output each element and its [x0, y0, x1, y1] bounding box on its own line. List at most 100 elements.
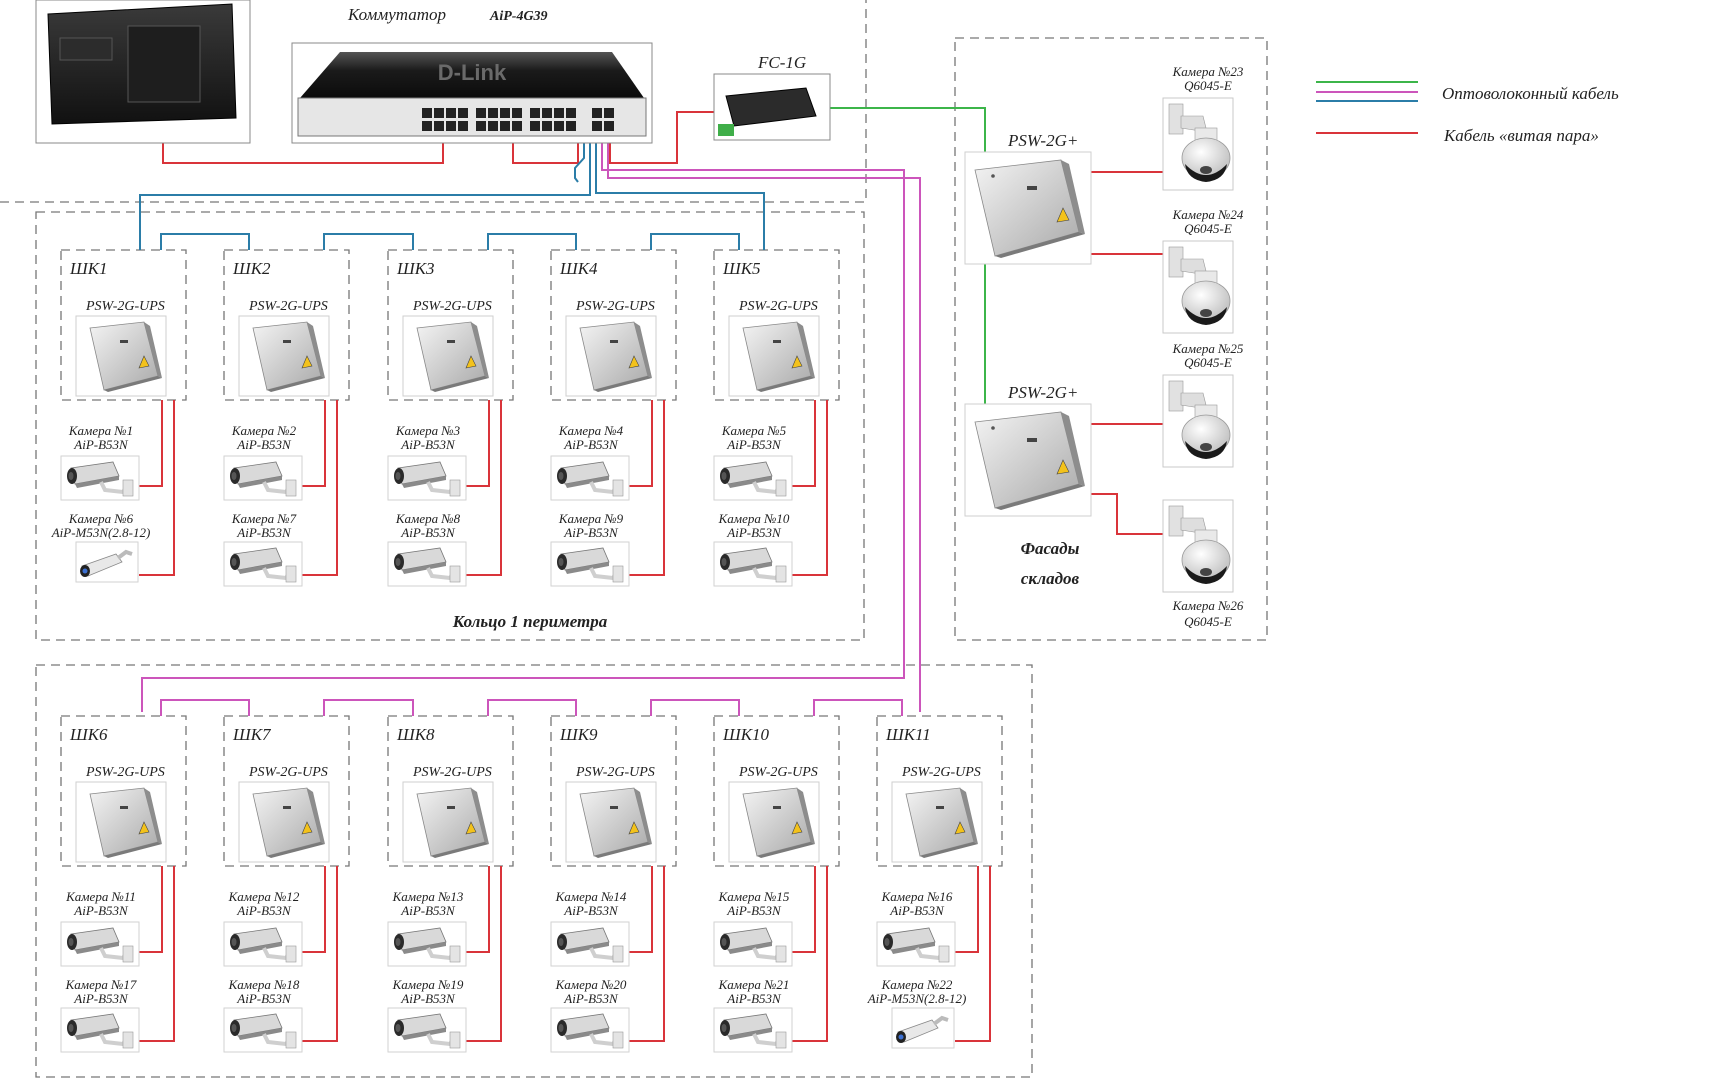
switch-port	[604, 121, 614, 131]
camera-model: AiP-B53N	[726, 525, 782, 540]
switch-port	[488, 108, 498, 118]
ring-link	[487, 699, 577, 716]
cable-psw-camera-b	[792, 400, 828, 576]
camera-icon	[386, 454, 468, 502]
switch-port	[592, 108, 602, 118]
camera-icon	[222, 1006, 304, 1054]
dome-camera-icon	[1162, 240, 1234, 334]
ring1-title: Кольцо 1 периметра	[452, 612, 608, 631]
switch-port	[488, 121, 498, 131]
cabinet-5-ring1	[713, 249, 840, 401]
psw-ups-label: PSW-2G-UPS	[85, 299, 165, 314]
camera-model: AiP-B53N	[563, 437, 619, 452]
camera-model: AiP-B53N	[563, 903, 619, 918]
core-frame	[0, 0, 867, 203]
camera-number: Камера №21	[718, 977, 790, 992]
ring1-uplink-left	[139, 143, 591, 250]
cable-psw-camera-a	[302, 866, 326, 953]
switch-brand-logo: D-Link	[438, 60, 507, 85]
switch-port	[554, 121, 564, 131]
switch-port	[422, 108, 432, 118]
dome-camera-icon	[1162, 97, 1234, 191]
camera-model: Q6045-E	[1184, 614, 1232, 629]
psw-ups-label: PSW-2G-UPS	[248, 299, 328, 314]
ring-link	[160, 233, 250, 250]
psw-ups-label: PSW-2G-UPS	[738, 299, 818, 314]
cable-psw-camera-a	[955, 866, 979, 953]
cable-psw-camera-b	[139, 400, 175, 576]
cabinet-3-ring1	[387, 249, 514, 401]
psw-ups-icon	[565, 781, 657, 863]
camera-number: Камера №20	[555, 977, 627, 992]
psw-ups-label: PSW-2G-UPS	[85, 765, 165, 780]
fiber-converter-psw-plus	[830, 107, 986, 430]
camera-number: Камера №5	[721, 423, 787, 438]
psw-plus-label: PSW-2G+	[1007, 383, 1078, 402]
ring2-uplink-right	[607, 143, 921, 712]
legend-twisted-label: Кабель «витая пара»	[1443, 126, 1599, 145]
camera-model: AiP-B53N	[563, 991, 619, 1006]
switch-port	[566, 121, 576, 131]
switch-icon	[300, 52, 644, 98]
camera-model: AiP-B53N	[563, 525, 619, 540]
server-door	[127, 25, 201, 103]
camera-number: Камера №8	[395, 511, 461, 526]
psw-ups-label: PSW-2G-UPS	[738, 765, 818, 780]
switch-port	[530, 108, 540, 118]
cable-psw-camera-a	[466, 866, 490, 953]
cabinet-name: ШК5	[722, 259, 761, 278]
camera-number: Камера №11	[65, 889, 136, 904]
cable-switch-converter	[609, 111, 714, 164]
camera-number: Камера №1	[68, 423, 133, 438]
switch-port	[512, 108, 522, 118]
cabinet-name: ШК3	[396, 259, 435, 278]
psw-ups-icon	[728, 781, 820, 863]
psw-ups-icon	[238, 315, 330, 397]
psw-ups-icon	[75, 781, 167, 863]
psw-ups-icon	[565, 315, 657, 397]
ring1-uplink-right	[595, 143, 765, 250]
switch-port	[500, 108, 510, 118]
ring2-uplink-left-trunk	[601, 143, 905, 665]
cable-psw-camera-b	[629, 866, 665, 1042]
camera-number: Камера №24	[1172, 207, 1244, 222]
cable-psw-camera-a	[139, 866, 163, 953]
cabinet-4-ring2	[550, 715, 677, 867]
camera-model: Q6045-E	[1184, 78, 1232, 93]
camera-model: AiP-B53N	[889, 903, 945, 918]
camera-model: Q6045-E	[1184, 221, 1232, 236]
switch-label-model: AiP-4G39	[489, 9, 548, 24]
cable-psw-camera-a	[139, 400, 163, 487]
cabinet-name: ШК2	[232, 259, 271, 278]
ring2-uplink-left	[141, 665, 905, 712]
cable-psw-camera-a	[302, 400, 326, 487]
cable-psw-camera-a	[629, 866, 653, 953]
camera-number: Камера №23	[1172, 64, 1244, 79]
cabinet-name: ШК10	[722, 725, 770, 744]
cabinet-6-ring2	[876, 715, 1003, 867]
switch-port	[434, 121, 444, 131]
camera-icon	[712, 1006, 794, 1054]
camera-number: Камера №3	[395, 423, 461, 438]
psw-ups-label: PSW-2G-UPS	[412, 299, 492, 314]
switch-port	[604, 108, 614, 118]
camera-model: AiP-M53N(2.8-12)	[867, 991, 967, 1006]
cabinet-name: ШК11	[885, 725, 931, 744]
camera-icon	[386, 1006, 468, 1054]
cabinet-4-ring1	[550, 249, 677, 401]
camera-model: AiP-B53N	[236, 991, 292, 1006]
camera-number: Камера №25	[1172, 341, 1244, 356]
switch-port	[458, 121, 468, 131]
switch-port	[530, 121, 540, 131]
switch-port	[500, 121, 510, 131]
switch-port	[446, 121, 456, 131]
camera-number: Камера №7	[231, 511, 297, 526]
camera-model: AiP-B53N	[400, 437, 456, 452]
cabinet-name: ШК1	[69, 259, 108, 278]
camera-number: Камера №9	[558, 511, 624, 526]
camera-number: Камера №26	[1172, 598, 1244, 613]
cabinet-2-ring1	[223, 249, 350, 401]
psw-ups-icon	[728, 315, 820, 397]
cable-psw-camera-a	[466, 400, 490, 487]
switch-front-panel	[297, 97, 647, 137]
